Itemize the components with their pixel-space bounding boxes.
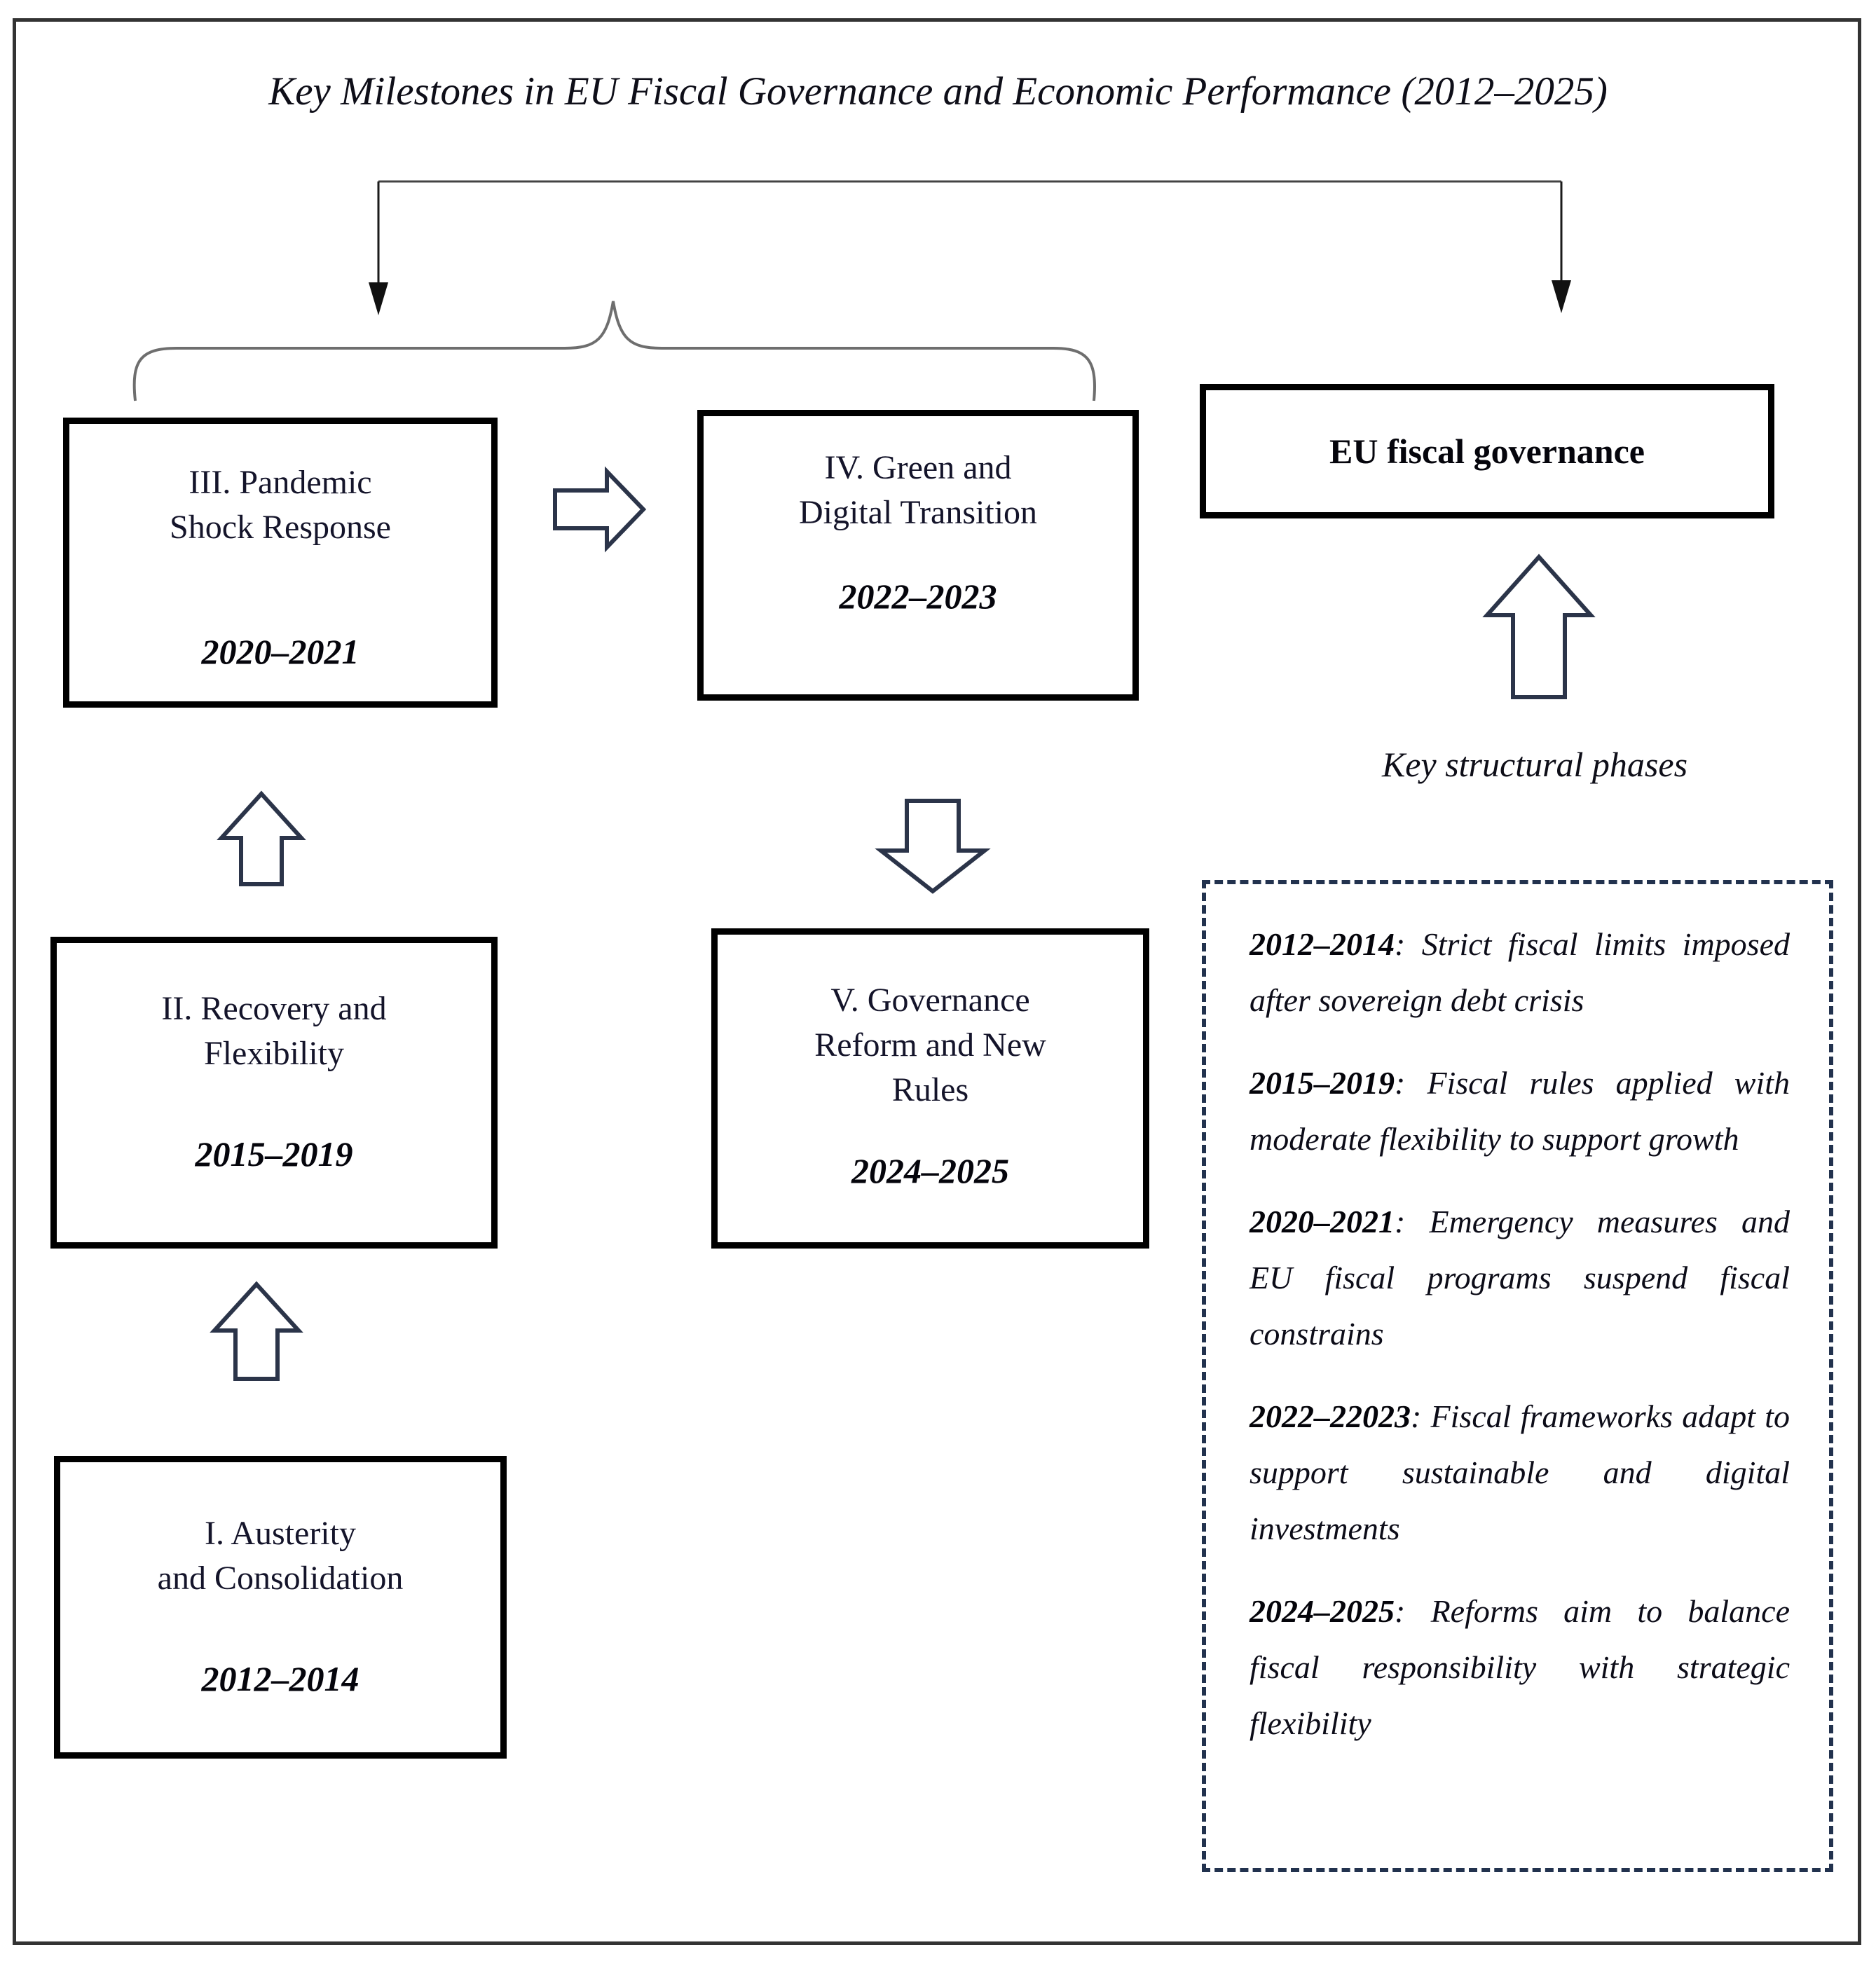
phase2-years: 2015–2019	[195, 1134, 353, 1174]
phase5-label-line2: Reform and New	[814, 1026, 1046, 1064]
phase3-years: 2020–2021	[201, 632, 360, 671]
legend-separator: :	[1411, 1398, 1431, 1434]
key-structural-phases-caption: Key structural phases	[1381, 745, 1688, 784]
legend-separator: :	[1395, 1204, 1430, 1239]
legend-text: Strict fiscal limits imposed after sover…	[1249, 926, 1790, 1018]
phase2-label: II. Recovery and Flexibility	[161, 986, 386, 1076]
phase4-label: IV. Green and Digital Transition	[799, 446, 1037, 535]
phase4-years: 2022–2023	[839, 577, 997, 616]
legend-period: 2015–2019	[1249, 1065, 1395, 1101]
legend-period: 2012–2014	[1249, 926, 1395, 962]
legend-box: 2012–2014: Strict fiscal limits imposed …	[1202, 880, 1833, 1872]
legend-item-2022-2023: 2022–22023: Fiscal frameworks adapt to s…	[1249, 1389, 1790, 1557]
phase5-label-line3: Rules	[891, 1071, 969, 1108]
legend-period: 2022–22023	[1249, 1398, 1411, 1434]
legend-item-2012-2014: 2012–2014: Strict fiscal limits imposed …	[1249, 916, 1790, 1029]
phase5-box: V. Governance Reform and New Rules 2024–…	[711, 928, 1149, 1249]
legend-period: 2024–2025	[1249, 1593, 1395, 1629]
legend-text: Reforms aim to balance fiscal responsibi…	[1249, 1593, 1790, 1741]
phase4-box: IV. Green and Digital Transition 2022–20…	[697, 410, 1139, 701]
legend-text: Fiscal frameworks adapt to support susta…	[1249, 1398, 1790, 1546]
phase1-label: I. Austerity and Consolidation	[158, 1511, 404, 1601]
phase2-label-line2: Flexibility	[203, 1035, 344, 1072]
phase1-label-line1: I. Austerity	[205, 1515, 356, 1552]
phase4-label-line2: Digital Transition	[798, 494, 1038, 531]
legend-period: 2020–2021	[1249, 1204, 1395, 1239]
eu-fiscal-governance-box: EU fiscal governance	[1200, 384, 1774, 518]
legend-item-2015-2019: 2015–2019: Fiscal rules applied with mod…	[1249, 1055, 1790, 1167]
legend-separator: :	[1395, 1593, 1431, 1629]
phase5-label: V. Governance Reform and New Rules	[814, 978, 1046, 1113]
phase3-label-line2: Shock Response	[170, 509, 391, 546]
phase2-box: II. Recovery and Flexibility 2015–2019	[50, 937, 498, 1249]
phase1-box: I. Austerity and Consolidation 2012–2014	[54, 1456, 507, 1759]
legend-separator: :	[1395, 1065, 1427, 1101]
phase1-label-line2: and Consolidation	[157, 1560, 404, 1597]
phase1-years: 2012–2014	[201, 1659, 360, 1698]
legend-separator: :	[1395, 926, 1422, 962]
legend-text: Emergency measures and EU fiscal program…	[1249, 1204, 1790, 1352]
diagram-title: Key Milestones in EU Fiscal Governance a…	[268, 69, 1608, 114]
phase5-label-line1: V. Governance	[830, 982, 1030, 1019]
phase3-label: III. Pandemic Shock Response	[170, 460, 391, 550]
legend-item-2024-2025: 2024–2025: Reforms aim to balance fiscal…	[1249, 1583, 1790, 1752]
phase2-label-line1: II. Recovery and	[161, 990, 387, 1027]
eu-fiscal-governance-label: EU fiscal governance	[1329, 432, 1645, 471]
outer-frame	[13, 18, 1861, 1945]
phase3-box: III. Pandemic Shock Response 2020–2021	[63, 418, 498, 708]
phase5-years: 2024–2025	[851, 1151, 1009, 1190]
phase4-label-line1: IV. Green and	[824, 449, 1012, 486]
legend-text: Fiscal rules applied with moderate flexi…	[1249, 1065, 1790, 1157]
legend-item-2020-2021: 2020–2021: Emergency measures and EU fis…	[1249, 1194, 1790, 1362]
phase3-label-line1: III. Pandemic	[189, 464, 372, 501]
